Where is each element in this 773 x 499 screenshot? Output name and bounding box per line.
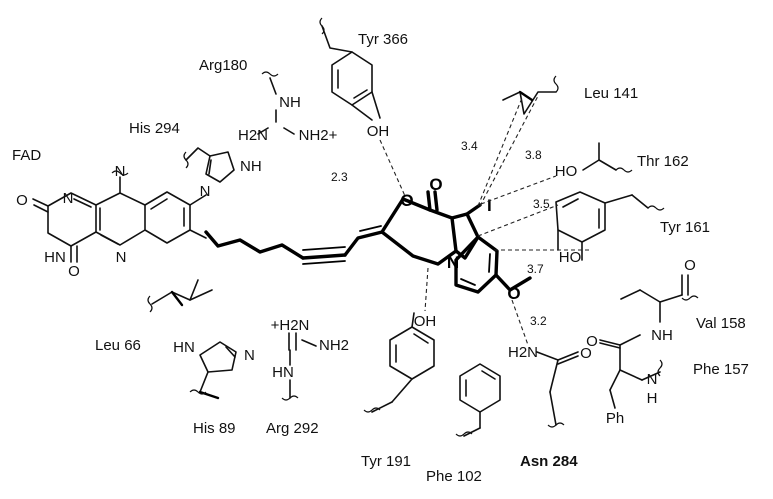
arg292-nh2: NH2 (319, 337, 349, 354)
tyr161-residue (555, 191, 665, 261)
distance-3-2: 3.2 (530, 314, 547, 328)
arg180-nh2plus: NH2+ (299, 127, 338, 144)
phe157-n: N (647, 371, 658, 388)
asn284-residue (536, 351, 579, 428)
label-arg292: Arg 292 (266, 420, 319, 437)
his89-n: N (244, 347, 255, 364)
arg180-h2n: H2N (238, 127, 268, 144)
distance-3-5: 3.5 (533, 197, 550, 211)
label-phe102: Phe 102 (426, 468, 482, 485)
val158-phe157-residues (599, 274, 699, 409)
phe157-ph: Ph (606, 410, 624, 427)
leu141-residue (502, 75, 559, 115)
fad-o2: O (16, 192, 28, 209)
tyr161-ho: HO (559, 249, 582, 266)
asn284-h2n: H2N (508, 344, 538, 361)
tyr191-residue (363, 312, 435, 413)
arg292-hn: HN (272, 364, 294, 381)
label-leu66: Leu 66 (95, 337, 141, 354)
val158-nh: NH (651, 327, 673, 344)
arg292-residue (281, 332, 317, 401)
thr162-residue (582, 142, 633, 173)
label-val158: Val 158 (696, 315, 746, 332)
ligand-indole-n: N (447, 253, 459, 272)
label-leu141: Leu 141 (584, 85, 638, 102)
fad-n5: N (116, 249, 127, 266)
fad-n1: N (63, 190, 74, 207)
his294-residue (183, 147, 235, 183)
distance-2-3: 2.3 (331, 170, 348, 184)
asn284-o: O (580, 345, 592, 362)
fad-cofactor (32, 176, 207, 263)
fad-wavy (111, 170, 129, 176)
val158-o: O (684, 257, 696, 274)
phe157-o: O (586, 333, 598, 350)
interactions (379, 95, 590, 346)
ligand (204, 190, 532, 294)
phe102-residue (455, 363, 501, 437)
distance-3-7: 3.7 (527, 262, 544, 276)
tyr366-residue (319, 17, 381, 121)
label-fad: FAD (12, 147, 41, 164)
tyr366-oh: OH (367, 123, 390, 140)
label-phe157: Phe 157 (693, 361, 749, 378)
leu66-residue (147, 279, 213, 313)
arg180-nh: NH (279, 94, 301, 111)
arg180-residue (257, 71, 295, 135)
his89-residue (189, 341, 237, 400)
label-asn284: Asn 284 (520, 453, 578, 470)
thr162-ho: HO (555, 163, 578, 180)
ligand-iodine: I (487, 196, 492, 215)
ligand-ring-o: O (400, 191, 413, 210)
phe157-h: H (647, 390, 658, 407)
his294-n: N (200, 183, 211, 200)
fad-n10: N (115, 163, 126, 180)
label-arg180: Arg180 (199, 57, 247, 74)
tyr191-oh: OH (414, 313, 437, 330)
arg292-plus-h2n: +H2N (271, 317, 310, 334)
label-his294: His 294 (129, 120, 180, 137)
distance-3-4: 3.4 (461, 139, 478, 153)
distance-3-8: 3.8 (525, 148, 542, 162)
his294-nh: NH (240, 158, 262, 175)
label-his89: His 89 (193, 420, 236, 437)
fad-o4: O (68, 263, 80, 280)
ligand-carbonyl-o: O (429, 175, 442, 194)
label-tyr161: Tyr 161 (660, 219, 710, 236)
label-tyr191: Tyr 191 (361, 453, 411, 470)
label-tyr366: Tyr 366 (358, 31, 408, 48)
ligand-methoxy-o: O (507, 284, 520, 303)
his89-hn: HN (173, 339, 195, 356)
label-thr162: Thr 162 (637, 153, 689, 170)
fad-n3h: HN (44, 249, 66, 266)
